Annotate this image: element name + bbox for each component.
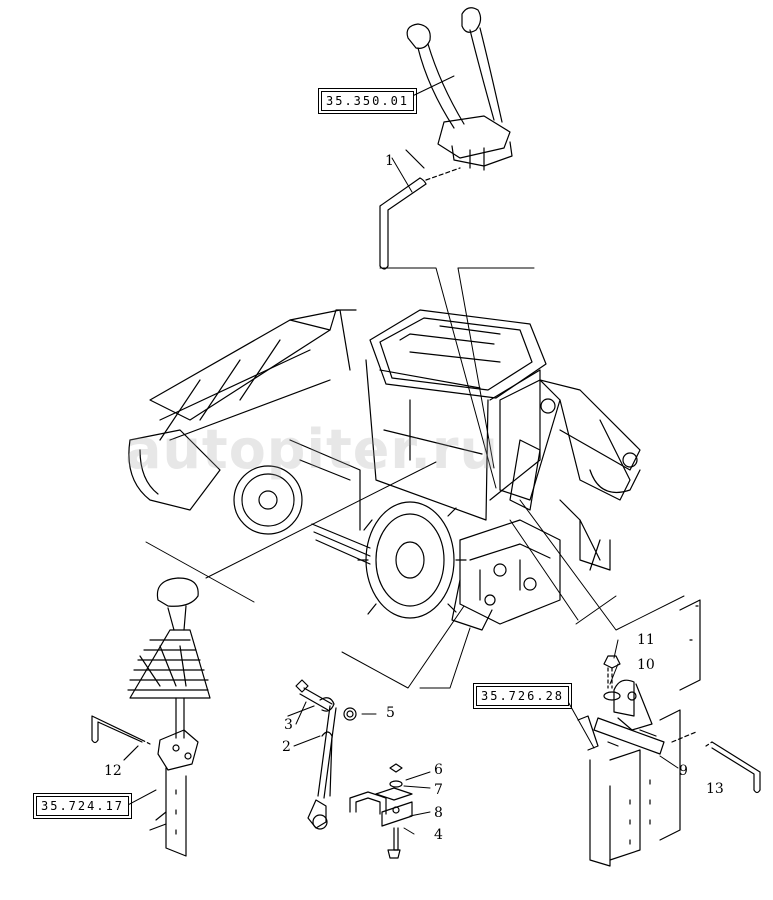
callout-8: 8	[434, 805, 443, 821]
reference-box-right[interactable]: 35.726.28	[472, 683, 573, 709]
callout-4: 4	[434, 827, 443, 843]
joystick-levers-top	[406, 7, 513, 171]
mount-bracket	[577, 599, 701, 867]
pin-part-1	[379, 149, 461, 270]
cable-assembly	[287, 679, 357, 830]
callout-5: 5	[386, 705, 395, 721]
pin-part-12	[91, 715, 151, 761]
pin-part-13	[705, 741, 761, 794]
callout-2: 2	[282, 739, 291, 755]
leader-lines	[145, 267, 685, 689]
callout-3: 3	[284, 717, 293, 733]
callout-9: 9	[679, 763, 688, 779]
callout-12: 12	[104, 763, 122, 779]
callout-10: 10	[637, 657, 655, 673]
callout-11: 11	[637, 632, 655, 648]
callout-7: 7	[434, 782, 443, 798]
bracket-hardware	[349, 763, 413, 859]
callout-6: 6	[434, 762, 443, 778]
callout-13: 13	[706, 781, 724, 797]
joystick-boot-left	[127, 577, 211, 857]
watermark: autopiter.ru	[125, 418, 499, 481]
callout-1: 1	[385, 153, 394, 169]
reference-box-left[interactable]: 35.724.17	[32, 793, 133, 819]
machine-body	[128, 309, 641, 631]
reference-box-top[interactable]: 35.350.01	[317, 88, 418, 114]
